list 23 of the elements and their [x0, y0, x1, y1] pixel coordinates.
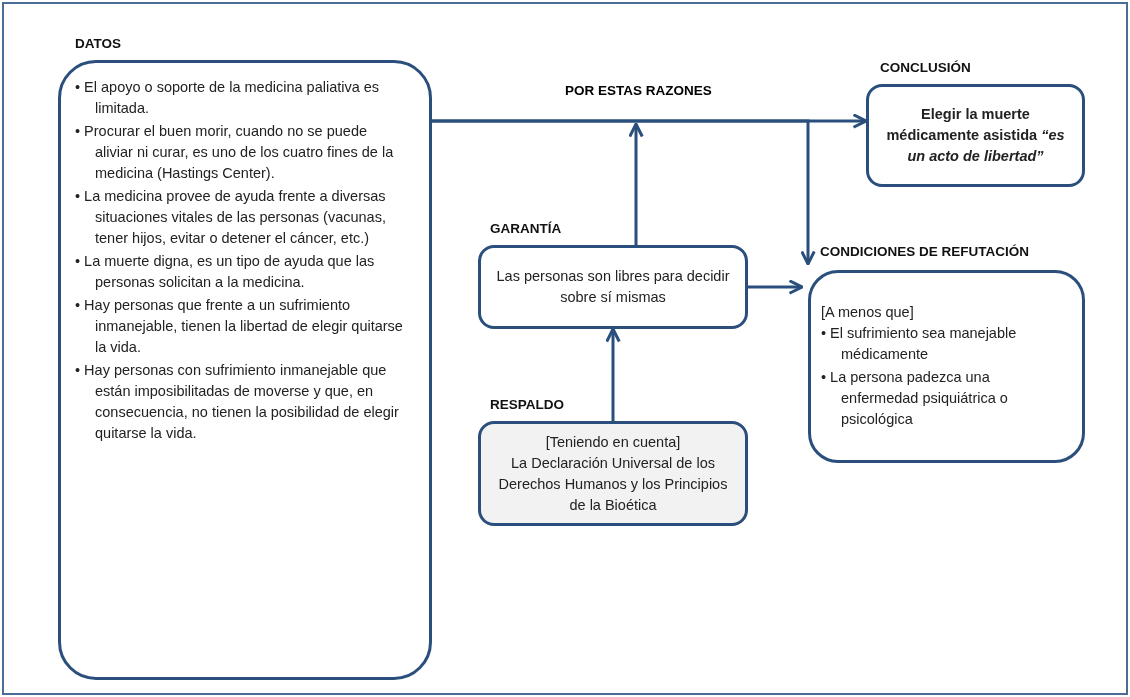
arrow: [432, 119, 816, 266]
bullet-item: • La medicina provee de ayuda frente a diversas situaciones vitales de las personas (vacunas, tener hijos, evitar o detener el cáncer, etc.): [75, 187, 387, 248]
connector-caption: POR ESTAS RAZONES: [565, 83, 712, 98]
bullet-item: • El sufrimiento sea manejable médicamente: [821, 323, 1018, 364]
section-heading: CONCLUSIÓN: [880, 60, 971, 75]
conclusion-text: Elegir la muerte médicamente asistida “es un acto de libertad”: [885, 105, 1066, 166]
section-heading: DATOS: [75, 36, 121, 51]
section-heading: CONDICIONES DE REFUTACIÓN: [820, 244, 1029, 259]
arrow: [748, 279, 804, 295]
box-text: [A menos que]: [821, 302, 915, 322]
bullet-item: • Hay personas con sufrimiento inmanejable que están imposibilitadas de moverse y que, en consecuencia, no tienen la posibilidad de elegir quitarse la vida.: [75, 361, 400, 443]
bullet-item: • La persona padezca una enfermedad psiquiátrica o psicológica: [821, 367, 1009, 429]
box-text: La Declaración Universal de los Derechos Humanos y los Principios de la Bioética: [497, 453, 729, 515]
section-heading: RESPALDO: [490, 397, 564, 412]
box-text: Las personas son libres para decidir sobre sí mismas: [495, 267, 731, 307]
bullet-item: • El apoyo o soporte de la medicina paliativa es limitada.: [75, 78, 381, 118]
bullet-item: • La muerte digna, es un tipo de ayuda que las personas solicitan a la medicina.: [75, 252, 376, 292]
arrow: [628, 122, 644, 245]
box-text: [Teniendo en cuenta]: [544, 432, 682, 452]
bullet-item: • Hay personas que frente a un sufrimiento inmanejable, tienen la libertad de elegir quitarse la vida.: [75, 296, 403, 357]
section-heading: GARANTÍA: [490, 221, 562, 236]
arrow: [605, 327, 621, 421]
bullet-item: • Procurar el buen morir, cuando no se puede aliviar ni curar, es uno de los cuatro fines de la medicina (Hastings Center).: [75, 122, 395, 183]
